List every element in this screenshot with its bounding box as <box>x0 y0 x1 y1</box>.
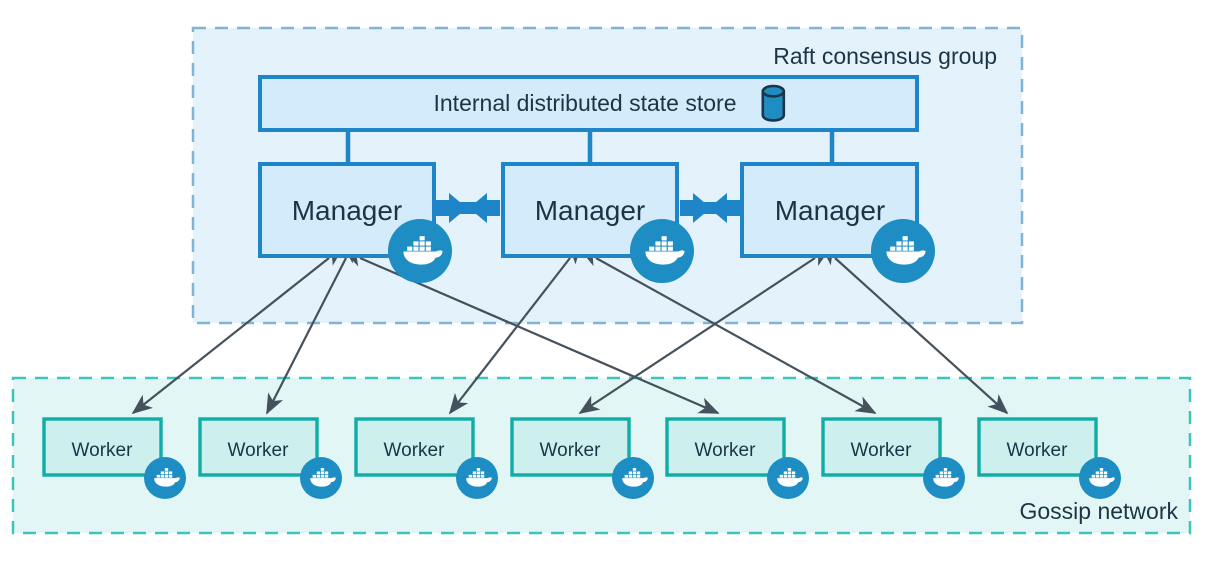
state-store-node[interactable]: Internal distributed state store <box>258 75 919 132</box>
docker-whale-icon <box>630 219 694 283</box>
manager-label-1: Manager <box>292 195 403 226</box>
worker-box-3[interactable] <box>354 417 475 477</box>
worker-label-7: Worker <box>1007 440 1069 461</box>
worker-node-4[interactable]: Worker <box>510 417 654 499</box>
link-manager2-worker3 <box>448 243 582 415</box>
manager-worker-links <box>131 241 1009 415</box>
worker-box-6[interactable] <box>821 417 942 477</box>
worker-box-5[interactable] <box>665 417 786 477</box>
worker-label-6: Worker <box>851 440 913 461</box>
link-manager3-worker7 <box>820 245 1009 415</box>
peer-link-m2-m3 <box>680 193 740 223</box>
worker-label-5: Worker <box>695 440 757 461</box>
state-store-box[interactable] <box>258 75 919 132</box>
docker-whale-icon <box>767 457 809 499</box>
manager-node-1[interactable]: Manager <box>258 162 452 283</box>
worker-label-2: Worker <box>228 440 290 461</box>
docker-whale-icon <box>300 457 342 499</box>
worker-box-4[interactable] <box>510 417 631 477</box>
manager-node-3[interactable]: Manager <box>740 162 935 283</box>
raft-zone-label: Raft consensus group <box>773 43 997 69</box>
docker-whale-icon <box>144 457 186 499</box>
database-cylinder-icon <box>761 84 786 122</box>
worker-node-7[interactable]: Worker <box>977 417 1121 499</box>
worker-box-2[interactable] <box>198 417 319 477</box>
state-store-label: Internal distributed state store <box>434 90 737 116</box>
worker-node-2[interactable]: Worker <box>198 417 342 499</box>
worker-label-3: Worker <box>384 440 446 461</box>
worker-node-5[interactable]: Worker <box>665 417 809 499</box>
peer-link-shaft-m2-m3 <box>691 202 729 214</box>
docker-whale-icon <box>1079 457 1121 499</box>
docker-whale-icon <box>612 457 654 499</box>
manager-label-3: Manager <box>775 195 886 226</box>
docker-whale-icon <box>456 457 498 499</box>
worker-node-3[interactable]: Worker <box>354 417 498 499</box>
store-to-manager-connectors <box>345 130 835 164</box>
gossip-zone-label: Gossip network <box>1019 498 1178 524</box>
worker-node-1[interactable]: Worker <box>42 417 186 499</box>
manager-node-2[interactable]: Manager <box>501 162 694 283</box>
worker-box-7[interactable] <box>977 417 1098 477</box>
worker-label-4: Worker <box>540 440 602 461</box>
worker-box-1[interactable] <box>42 417 163 477</box>
link-manager1-worker2 <box>266 241 355 415</box>
manager-peer-links <box>436 193 740 223</box>
worker-node-6[interactable]: Worker <box>821 417 965 499</box>
docker-whale-icon <box>388 219 452 283</box>
peer-link-shaft-m1-m2 <box>447 202 489 214</box>
docker-whale-icon <box>923 457 965 499</box>
link-manager3-worker4 <box>578 247 831 414</box>
peer-link-m1-m2 <box>436 193 500 223</box>
worker-label-1: Worker <box>72 440 134 461</box>
docker-whale-icon <box>871 219 935 283</box>
manager-label-2: Manager <box>535 195 646 226</box>
